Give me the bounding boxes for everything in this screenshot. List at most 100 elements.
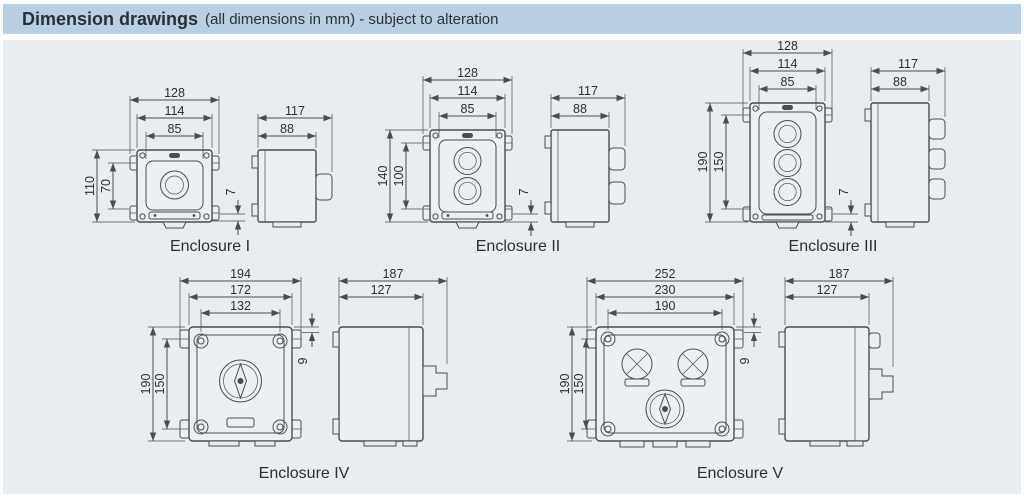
dim-label: 150 (153, 374, 167, 395)
dim-label: 150 (712, 152, 726, 173)
enclosure-1-label: Enclosure I (169, 238, 251, 255)
side-button-cover (928, 148, 946, 170)
enclosure-1-drawing: 128 114 85 110 70 7 (83, 86, 333, 235)
dim-label: 127 (817, 283, 838, 297)
dim-label: 190 (696, 152, 710, 173)
enclosure-5-block: 252 230 190 190 150 9 (560, 269, 920, 489)
dim-label: 7 (517, 188, 531, 195)
side-button-cover (315, 173, 333, 201)
enclosure-3-side-body (870, 102, 930, 223)
enclosure-5-front-dimensions: 252 230 190 190 150 9 (560, 269, 761, 442)
enclosure-5-label: Enclosure V (696, 465, 784, 482)
dim-label: 190 (139, 374, 153, 395)
enclosure-5-cover (603, 334, 727, 434)
enclosure-3-cover (758, 111, 817, 215)
enclosure-3-label: Enclosure III (788, 238, 878, 255)
enclosure-2-block: 128 114 85 140 100 7 (368, 64, 668, 260)
dim-label: 9 (738, 357, 752, 364)
side-switch-handle (422, 365, 448, 397)
enclosure-4-block: 194 172 132 190 150 9 (139, 269, 474, 489)
dim-label: 132 (230, 299, 251, 313)
enclosure-2-body (429, 129, 506, 223)
brand-logo (169, 153, 180, 158)
enclosure-4-label: Enclosure IV (258, 465, 350, 482)
pushbutton-hole (773, 178, 802, 206)
rotary-switch (219, 359, 262, 403)
dim-label: 230 (655, 283, 676, 297)
enclosure-1-side-body (257, 149, 317, 223)
dim-label: 187 (383, 269, 404, 281)
enclosure-3-side-dimensions: 117 88 (870, 57, 946, 117)
side-lamp-dome (868, 332, 881, 349)
side-button-cover (928, 178, 946, 200)
dim-label: 252 (655, 269, 676, 281)
enclosure-4-side-body (338, 326, 424, 442)
enclosure-1-side-dimensions: 117 88 (257, 104, 333, 172)
enclosure-1-front-view (129, 149, 220, 229)
enclosure-1-cover (145, 160, 204, 211)
enclosure-4-drawing: 194 172 132 190 150 9 (139, 269, 448, 447)
enclosure-3-drawing: 128 114 85 190 150 7 (696, 39, 946, 236)
enclosure-5-side-dimensions: 187 127 (784, 269, 894, 367)
enclosure-3-front-view (742, 102, 833, 229)
enclosure-4-side-view (332, 326, 448, 447)
enclosure-2-side-dimensions: 117 88 (550, 84, 626, 146)
page-header: Dimension drawings (all dimensions in mm… (3, 4, 1021, 34)
rating-plate (226, 417, 255, 428)
dim-label: 190 (655, 299, 676, 313)
enclosure-5-front-view (586, 326, 744, 448)
enclosure-2-side-body (550, 129, 610, 223)
enclosure-2-front-view (422, 129, 513, 229)
pushbutton-hole (453, 147, 482, 175)
enclosure-3-front-dimensions: 128 114 85 190 150 7 (696, 39, 858, 236)
side-switch-handle (868, 368, 894, 400)
dim-label: 128 (164, 86, 185, 100)
enclosure-1-side-view (251, 149, 333, 228)
enclosure-4-front-dimensions: 194 172 132 190 150 9 (139, 269, 319, 442)
dim-label: 187 (829, 269, 850, 281)
dim-label: 85 (168, 122, 182, 136)
dim-label: 128 (457, 66, 478, 80)
dim-label: 117 (578, 84, 598, 98)
brand-logo (782, 105, 793, 110)
enclosure-2-drawing: 128 114 85 140 100 7 (376, 66, 626, 236)
page-subtitle: (all dimensions in mm) - subject to alte… (205, 11, 499, 28)
dim-label: 114 (458, 84, 478, 98)
enclosure-1-front-dimensions: 128 114 85 110 70 7 (83, 86, 245, 235)
dim-label: 110 (83, 176, 97, 196)
dim-label: 88 (893, 75, 907, 89)
enclosure-5-side-body (784, 326, 870, 442)
enclosure-3-block: 128 114 85 190 150 7 (688, 37, 988, 260)
enclosure-5-side-view (778, 326, 894, 447)
pushbutton-hole (773, 120, 802, 148)
side-button-cover (608, 181, 626, 205)
side-button-cover (608, 147, 626, 171)
dim-label: 190 (560, 374, 572, 395)
cable-entry (775, 221, 800, 229)
enclosure-2-front-dimensions: 128 114 85 140 100 7 (376, 66, 538, 236)
enclosure-4-side-dimensions: 187 127 (338, 269, 448, 364)
dim-label: 85 (781, 75, 795, 89)
pushbutton-hole (160, 170, 189, 200)
pushbutton-hole (453, 177, 482, 205)
indicator-light (621, 348, 653, 387)
enclosure-3-side-view (864, 102, 946, 228)
dim-label: 114 (778, 57, 798, 71)
enclosure-4-cover (196, 334, 285, 434)
dim-label: 85 (461, 102, 475, 116)
dim-label: 70 (99, 179, 113, 193)
dim-label: 140 (376, 166, 390, 187)
dim-label: 127 (371, 283, 392, 297)
indicator-light (677, 348, 709, 387)
rotary-switch (645, 389, 685, 429)
pushbutton-hole (773, 149, 802, 177)
dim-label: 88 (280, 122, 294, 136)
dim-label: 9 (296, 357, 310, 364)
page-title: Dimension drawings (22, 8, 199, 29)
enclosure-5-drawing: 252 230 190 190 150 9 (560, 269, 894, 448)
dim-label: 117 (898, 57, 918, 71)
dim-label: 117 (285, 104, 305, 118)
cable-entry (162, 221, 187, 229)
dim-label: 128 (777, 39, 798, 53)
